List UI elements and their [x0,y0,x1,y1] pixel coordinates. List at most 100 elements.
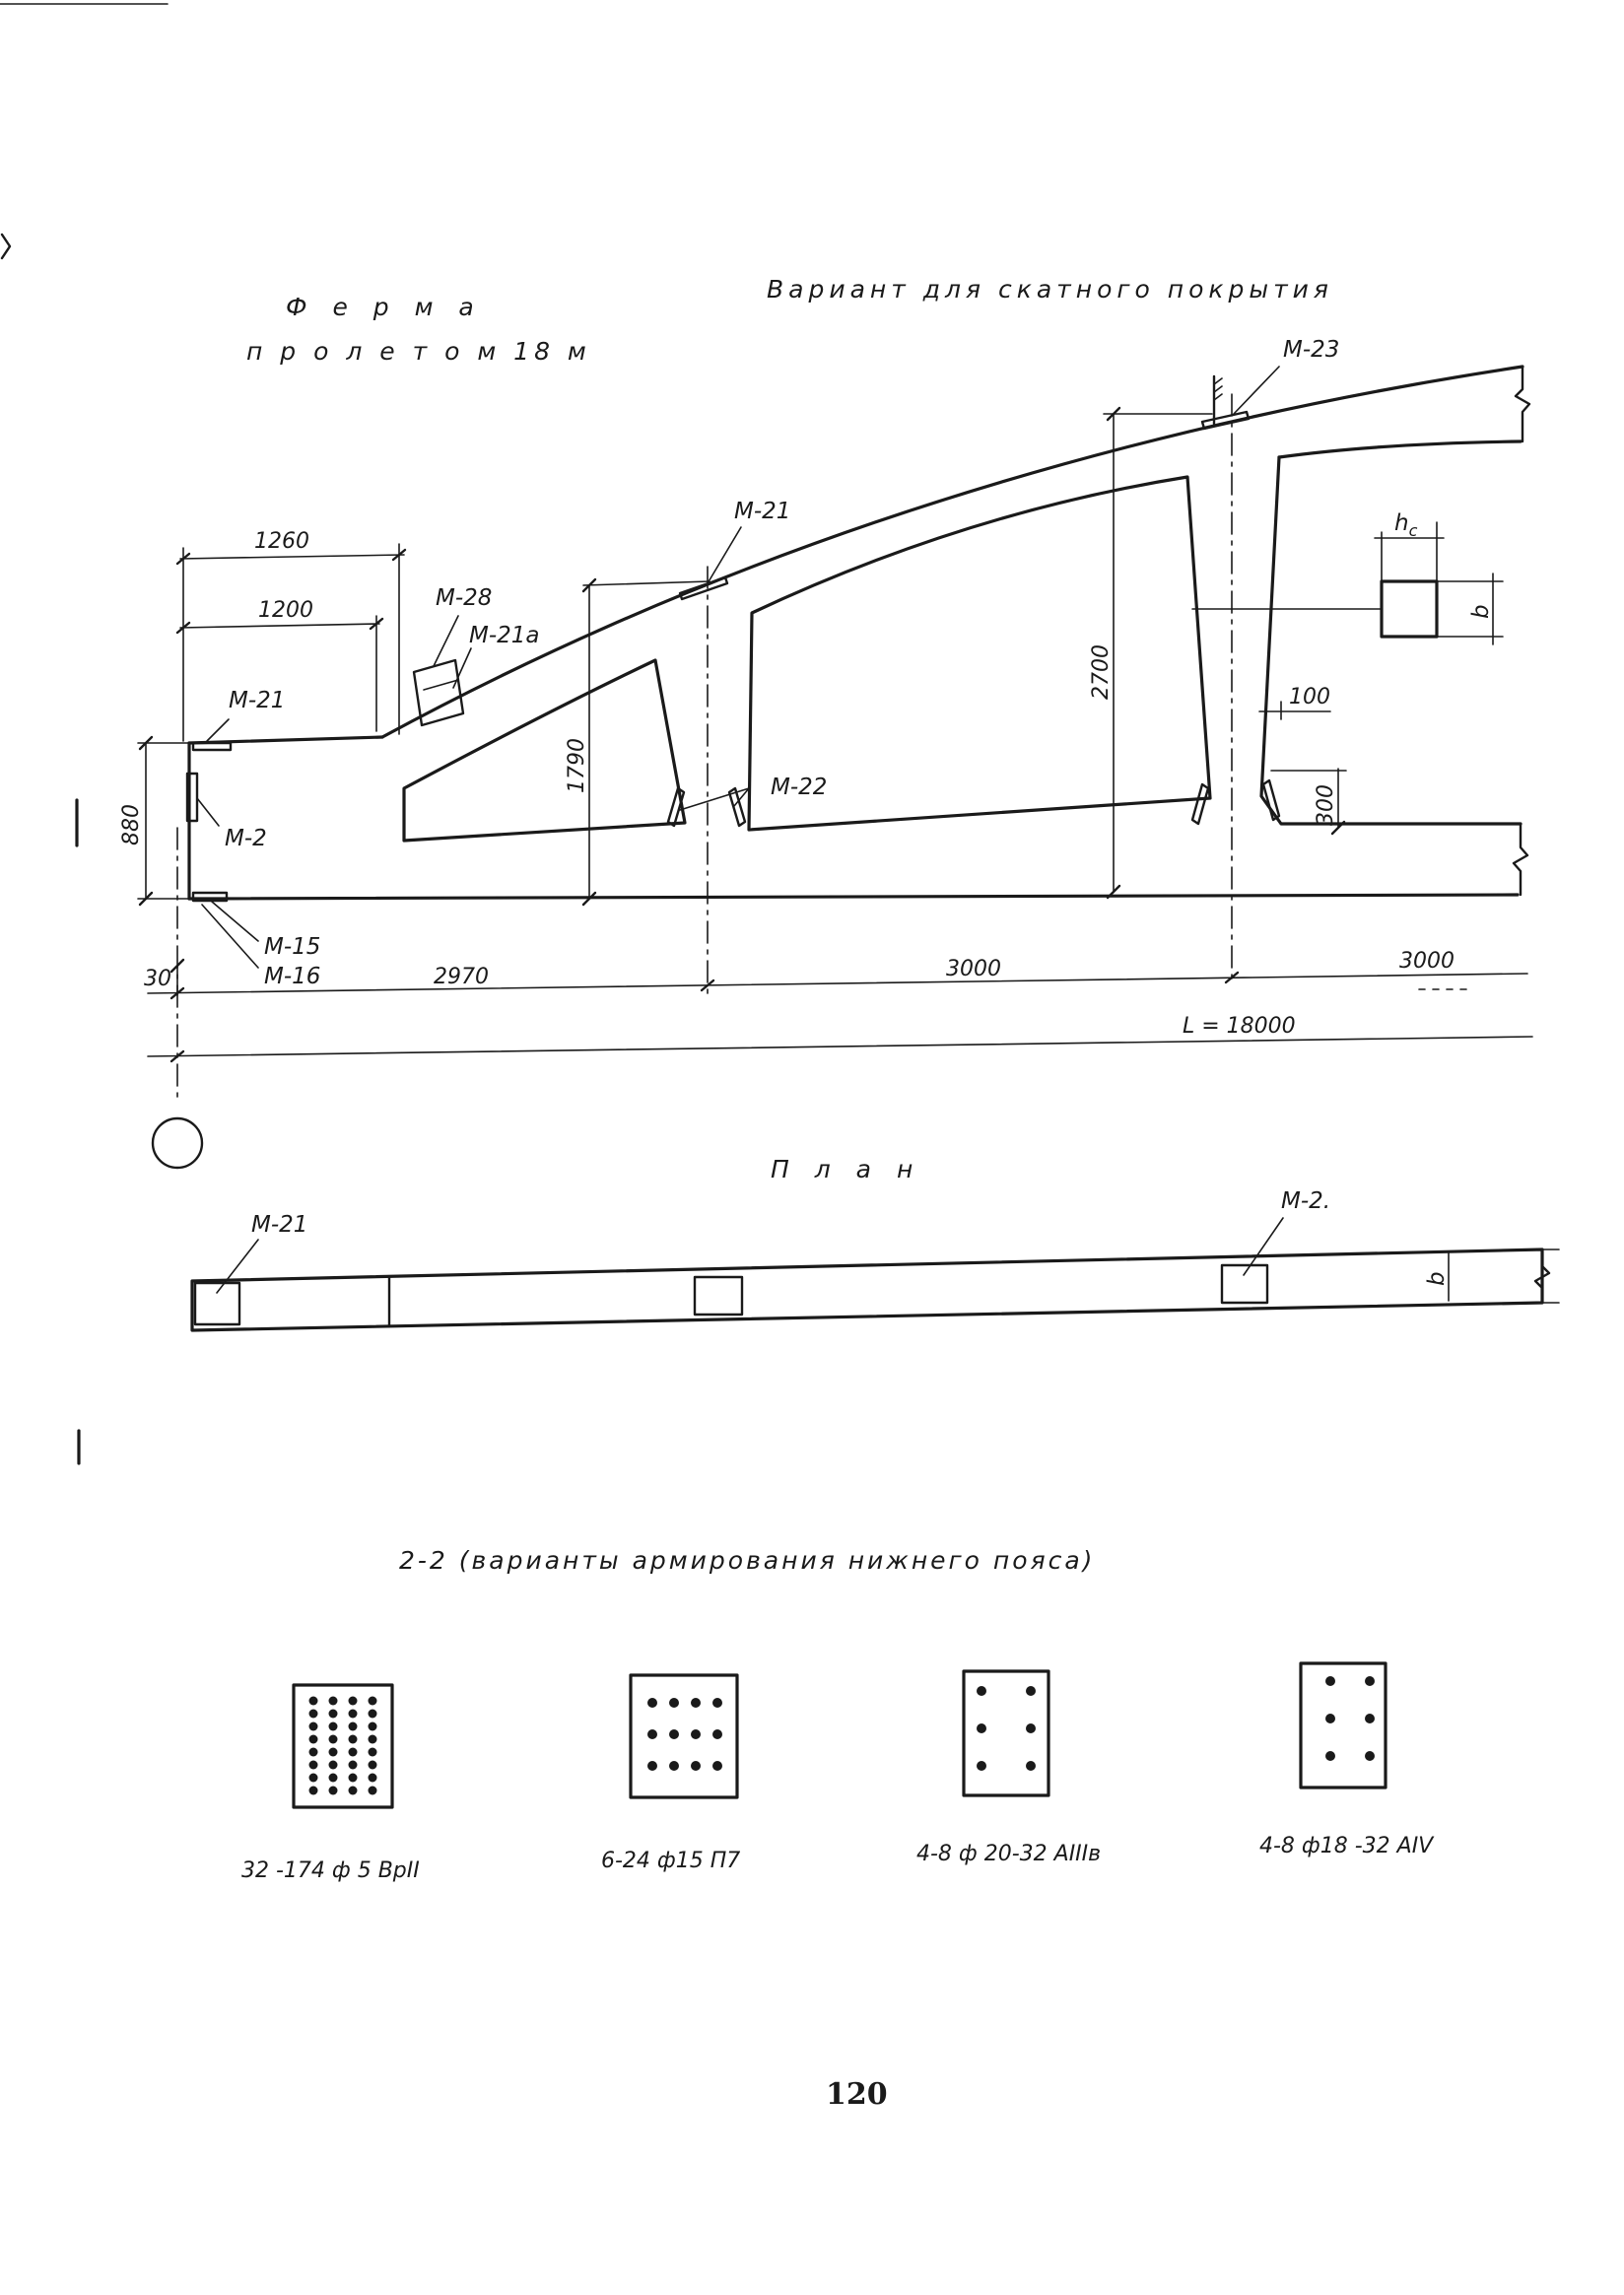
rebar-dot [977,1723,986,1733]
label-m22: М-22 [771,775,827,800]
rebar-dot [712,1729,722,1739]
leader-plan-m21 [216,1239,259,1294]
section-outline [292,1683,394,1809]
rebar-dot [647,1698,657,1708]
rebar-dot [1325,1676,1335,1686]
plate-detail-line [423,679,459,691]
truss-opening-1 [402,658,687,843]
axis-bubble [151,1116,204,1170]
section-variant-2 [629,1673,739,1799]
leader-m21-slope [707,526,742,584]
rebar-dot [368,1786,377,1795]
hatch [1213,393,1223,401]
leader-m21a [452,647,472,689]
leader-m16 [201,904,259,969]
scan-margin-mark [0,233,12,260]
embedded-plate-m22-left [666,786,686,828]
embedded-plate-m21-end [191,741,233,752]
rebar-dot [328,1721,338,1731]
dim-tick [169,1049,185,1063]
dim-tick [1106,406,1121,422]
plan-label-m2: М-2. [1281,1188,1330,1214]
dim-tick [581,891,597,907]
rebar-dot [712,1698,722,1708]
dim-tick [1106,884,1121,900]
leader-m22-a [679,787,750,811]
label-m16: М-16 [264,964,320,989]
rebar-dot [308,1721,318,1731]
dim-100: 100 [1289,685,1330,709]
dim-line-1260 [179,554,405,560]
plan-break-mark [1533,1248,1551,1305]
dim-tick [1224,971,1240,984]
rebar-dot [308,1773,318,1783]
rebar-dot [368,1773,377,1783]
rebar-dot [647,1729,657,1739]
dim-ext [582,580,710,586]
dim-tick [581,577,597,593]
dim-1790: 1790 [565,738,589,793]
caption-variant-2: 6-24 ф15 П7 [601,1849,740,1873]
rebar-dot [348,1773,358,1783]
dim-tick [175,621,191,635]
section-outline [1299,1661,1387,1789]
label-m23: М-23 [1283,337,1339,363]
rebar-dot [328,1786,338,1795]
rebar-dot [368,1721,377,1731]
label-m21-slope: М-21 [734,499,790,524]
rebar-dot [348,1734,358,1744]
rebar-dot [328,1734,338,1744]
plan-label-m21: М-21 [251,1212,307,1238]
leader-m23 [1233,366,1280,415]
rebar-dot [308,1786,318,1795]
dim-1200: 1200 [258,598,313,623]
break-line-right-bottom [1512,822,1529,897]
embedded-plate-m15 [191,891,229,903]
dim-tick [369,617,384,631]
rebar-dot [691,1761,701,1771]
top-chord-inner-edge [1277,439,1522,459]
section-variant-4 [1299,1661,1387,1789]
plan-outline [190,1248,1544,1332]
caption-variant-4: 4-8 ф18 -32 АIV [1259,1834,1435,1858]
dim-880: 880 [119,804,144,845]
label-b: b [1468,604,1494,619]
label-m21a: М-21а [469,623,540,648]
hatch [1213,385,1223,393]
rebar-dot [1365,1751,1375,1761]
truss-opening-3-edge [1259,455,1522,826]
wire-grid [308,1696,377,1795]
rebar-dot [1325,1714,1335,1723]
rebar-dot [348,1760,358,1770]
label-m15: М-15 [264,934,320,960]
section-variant-1 [292,1683,394,1809]
rebar-dot [669,1729,679,1739]
caption-variant-1: 32 -174 ф 5 ВрII [241,1858,420,1883]
dim-tick [175,552,191,566]
rebar-dot [348,1696,358,1706]
caption-variant-3: 4-8 ф 20-32 АIIIв [916,1842,1101,1866]
sections-title: 2-2 (варианты армирования нижнего пояса) [399,1546,1095,1575]
embedded-plate-m22-4 [1261,778,1281,822]
label-m2: М-2 [225,826,267,851]
dim-tick [138,891,154,907]
bar-grid [977,1686,1036,1771]
rebar-dot [1365,1676,1375,1686]
bar-grid [1325,1676,1375,1761]
embedded-plate-m21-slope [678,575,729,601]
dim-1260: 1260 [254,529,309,554]
dim-line-panels [147,973,1528,994]
title-line-1: Ф е р м а [286,293,483,321]
rebar-dot [308,1696,318,1706]
leader-m15 [211,901,259,942]
dim-tick [700,979,715,992]
dim-300: 300 [1314,784,1338,826]
rebar-dot [328,1747,338,1757]
rebar-dot [1325,1751,1335,1761]
variant-title: Вариант для скатного покрытия [767,275,1333,304]
rebar-dot [1365,1714,1375,1723]
hatch [1213,377,1223,385]
dim-line-span [147,1036,1533,1057]
